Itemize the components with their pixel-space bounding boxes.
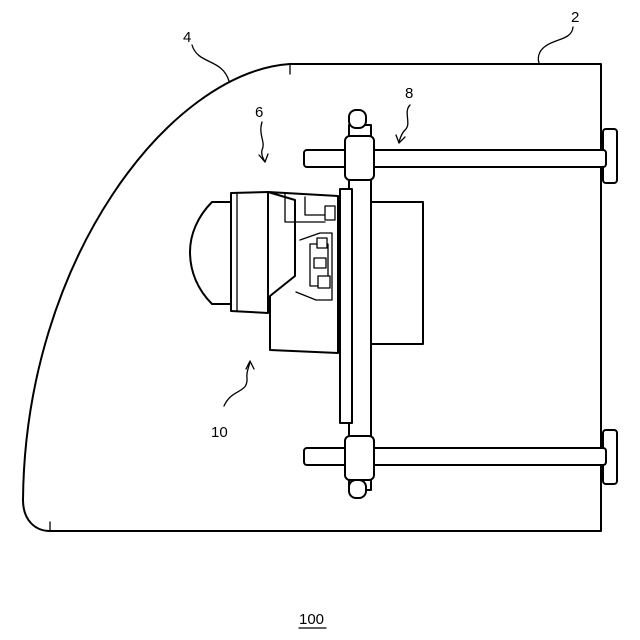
ref-label-6: 6 (255, 104, 263, 121)
leader-2 (538, 27, 573, 63)
gear-tooth-2 (314, 258, 326, 268)
ref-label-2: 2 (571, 9, 579, 26)
rear-body (368, 202, 423, 344)
top-collar (345, 136, 374, 180)
ref-label-10: 10 (211, 424, 228, 441)
gear-tooth-3 (318, 276, 330, 288)
leader-6 (261, 122, 265, 162)
ref-label-4: 4 (183, 29, 191, 46)
leader-8 (399, 105, 410, 142)
leader-10-arrow (246, 361, 254, 369)
shaft-cap-top (349, 110, 366, 128)
inner-block-top (325, 206, 335, 220)
mounting-plate (340, 189, 352, 423)
bottom-collar (345, 436, 374, 480)
ref-label-8: 8 (405, 85, 413, 102)
shaft-cap-bottom (349, 480, 366, 498)
gear-tooth-1 (317, 238, 327, 248)
leader-4 (192, 45, 229, 81)
lens-dome (190, 202, 231, 304)
figure-number: 100 (299, 611, 324, 628)
